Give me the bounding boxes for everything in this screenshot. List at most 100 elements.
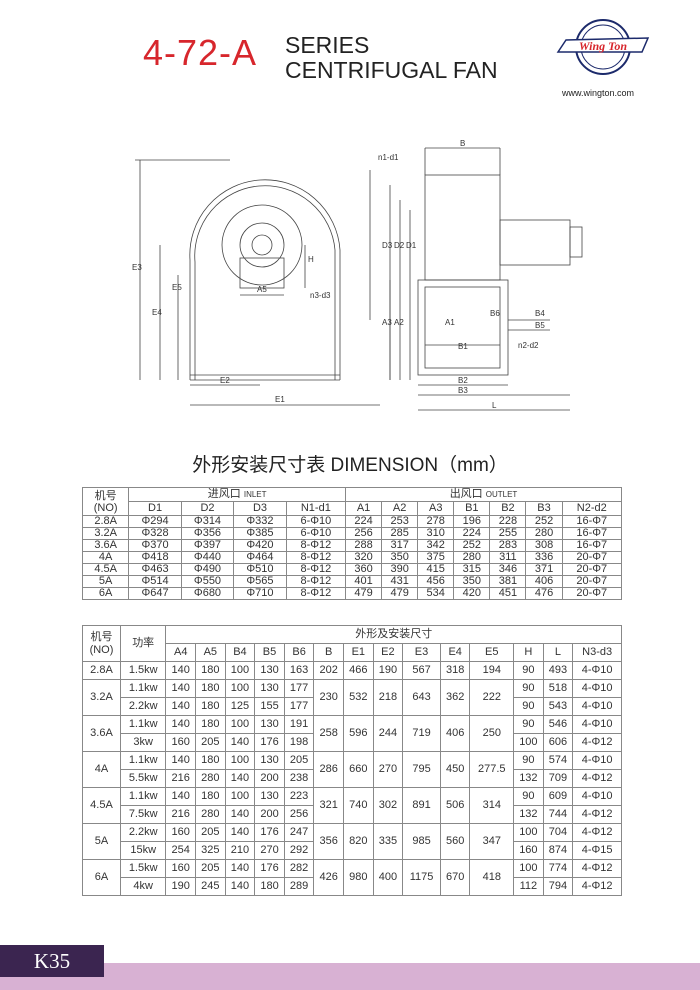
table-cell: 130 [254,661,285,680]
label-B: B [460,139,465,148]
table-cell: 160 [165,859,197,878]
table-cell: 8-Φ12 [285,587,347,600]
table-cell: 100 [513,733,544,752]
table-cell: 643 [402,679,441,716]
table-cell: 451 [489,587,527,600]
table-cell: 574 [542,751,574,770]
table-cell: 4-Φ10 [572,661,622,680]
table-cell: 224 [453,527,491,540]
table-cell: 466 [343,661,374,680]
table-cell: 270 [254,841,285,860]
table-cell: 250 [469,715,515,752]
table-cell: 308 [525,539,563,552]
table-cell: 196 [453,515,491,528]
table-cell: 4-Φ10 [572,679,622,698]
table-cell: 420 [453,587,491,600]
table-cell: 223 [283,787,315,806]
table-cell: 282 [283,859,315,878]
table-cell: 280 [195,805,226,824]
power-cell: 5.5kw [119,769,167,788]
power-cell: 4kw [119,877,167,896]
table-cell: 125 [224,697,256,716]
table-cell: 100 [224,661,256,680]
table-cell: 336 [525,551,563,564]
label-B4: B4 [535,309,545,318]
table-cell: 390 [381,563,419,576]
table-cell: 318 [439,661,471,680]
table-cell: 140 [224,823,256,842]
fan-dimension-drawing: n1-d1 B D3 D2 D1 E3 E5 E4 H A5 n3-d3 E2 … [132,139,583,411]
table-cell: 400 [372,859,404,896]
table-cell: 140 [165,661,197,680]
table-cell: 140 [165,751,197,770]
wington-logo: Wing Ton [556,19,650,75]
table-cell: 660 [343,751,374,788]
table-cell: 90 [513,715,544,734]
power-cell: 1.1kw [119,751,167,770]
table-cell: 140 [224,805,256,824]
power-cell: 2.2kw [119,697,167,716]
label-B1: B1 [458,342,468,351]
table-cell: 342 [417,539,455,552]
table-cell: 744 [542,805,574,824]
table-cell: 406 [439,715,471,752]
table-cell: 371 [525,563,563,576]
table-cell: 205 [283,751,315,770]
power-cell: 1.1kw [119,787,167,806]
table-cell: 609 [542,787,574,806]
table-cell: 218 [372,679,404,716]
table-cell: 315 [453,563,491,576]
table-cell: 283 [489,539,527,552]
table-cell: 4-Φ12 [572,805,622,824]
table-cell: 160 [165,733,197,752]
label-A2: A2 [394,318,404,327]
table-cell: 20-Φ7 [561,575,623,588]
table-cell: 258 [313,715,344,752]
table-cell: 180 [195,715,226,734]
table-cell: 4-Φ12 [572,733,622,752]
header-outlet: 出风口 OUTLET [345,487,622,502]
table-cell: 230 [313,679,344,716]
table-row: 机号(NO)功率外形及安装尺寸 [82,625,622,662]
table-cell: 177 [283,679,315,698]
table-cell: 155 [254,697,285,716]
table-cell: 202 [313,661,344,680]
table-cell: 347 [469,823,515,860]
table-cell: 216 [165,769,197,788]
table-cell: 112 [513,877,544,896]
column-header: A1 [344,501,383,516]
model-cell: 4.5A [82,787,121,824]
table-cell: 140 [165,679,197,698]
table-cell: 140 [224,877,256,896]
table-cell: 288 [344,539,383,552]
label-E4: E4 [152,308,162,317]
table-cell: 289 [283,877,315,896]
power-cell: 1.1kw [119,715,167,734]
column-header: D1 [128,501,182,516]
table-cell: 280 [525,527,563,540]
page-number: K35 [0,945,104,977]
column-header: N3-d3 [572,643,622,662]
header-no: 机号(NO) [82,625,121,662]
column-header: B6 [283,643,315,662]
table-cell: 255 [489,527,527,540]
table-cell: 4-Φ15 [572,841,622,860]
column-header: B1 [453,501,491,516]
label-E1: E1 [275,395,285,404]
table-cell: 346 [489,563,527,576]
table-cell: Φ420 [233,539,287,552]
model-cell: 3.2A [82,679,121,716]
series-line-1: SERIES [285,32,370,58]
model-cell: 3.2A [81,527,130,540]
table-cell: 100 [224,679,256,698]
label-n3-d3: n3-d3 [310,291,331,300]
table-cell: 670 [439,859,471,896]
column-header: N1-d1 [285,501,347,516]
label-B3: B3 [458,386,468,395]
